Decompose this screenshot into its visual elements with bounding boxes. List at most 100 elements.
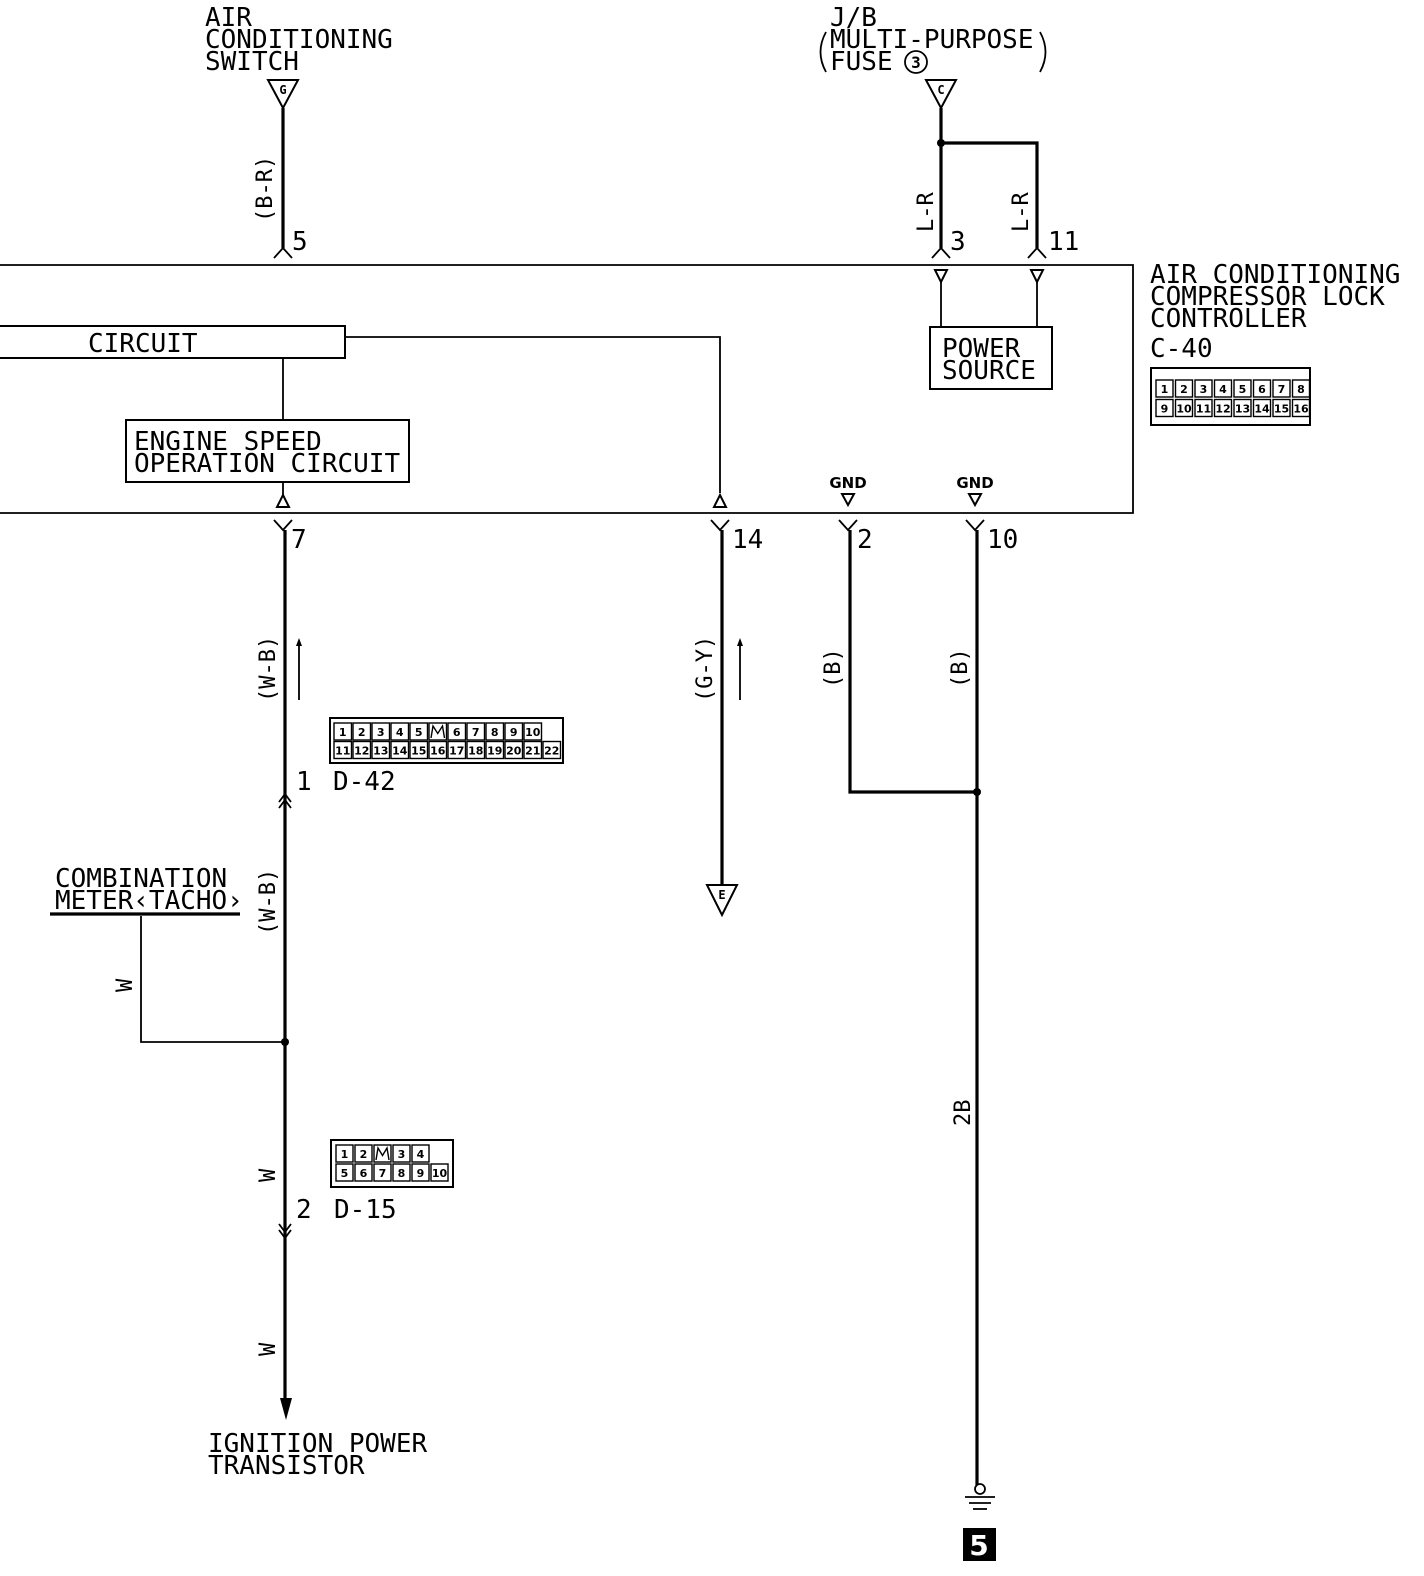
jb-line-1: J/B — [830, 3, 877, 33]
controller-line-1: AIR CONDITIONING — [1150, 260, 1400, 290]
d42-cell — [390, 740, 410, 760]
power-source-line-1: POWER — [942, 334, 1021, 364]
c40-cell — [1272, 379, 1291, 398]
d42-pin-label: 18 — [468, 745, 483, 758]
d15-name: D-15 — [334, 1195, 397, 1225]
c40-cell — [1252, 398, 1272, 418]
d42-cell — [447, 722, 467, 741]
d42-pin: 1 — [296, 767, 312, 797]
terminal-triangle-c — [924, 79, 958, 111]
gnd-arrow-2 — [840, 493, 856, 508]
d15-pin-label: 9 — [417, 1167, 425, 1180]
terminal-triangle-g — [266, 79, 300, 111]
pin-7-fork — [273, 519, 293, 532]
c40-cell — [1174, 379, 1194, 398]
d42-cell — [428, 740, 448, 760]
c40-pin-label: 1 — [1161, 383, 1169, 396]
c40-cell — [1291, 379, 1311, 398]
pin-5-fork — [273, 246, 293, 259]
pin-14-fork — [710, 519, 730, 532]
d42-pin-label: 21 — [525, 745, 540, 758]
d15-pin-label: 7 — [379, 1167, 387, 1180]
wire-l-r-11 — [941, 141, 1039, 248]
c40-cell — [1213, 379, 1233, 398]
ignition-line-2: TRANSISTOR — [208, 1451, 365, 1481]
d42-name: D-42 — [333, 767, 396, 797]
ground-ref-box — [963, 1528, 996, 1561]
d42-cell — [409, 722, 429, 741]
controller-line-2: COMPRESSOR LOCK — [1150, 282, 1385, 312]
d15-cell — [354, 1163, 373, 1182]
d42-cell — [352, 722, 372, 741]
wire-label-w-b-1: (W-B) — [256, 636, 281, 702]
d42-pin-label: 2 — [358, 726, 366, 739]
wire-label-g-y: (G-Y) — [693, 636, 718, 702]
combination-meter-line-2: METER‹TACHO› — [55, 886, 243, 916]
gnd-arrow-10 — [967, 493, 983, 508]
pin-14: 14 — [732, 525, 763, 555]
junction-meter — [281, 1038, 289, 1046]
d42-pin-label: 22 — [544, 745, 559, 758]
ground-ring — [974, 1483, 986, 1495]
c40-pin-label: 13 — [1235, 403, 1250, 416]
c40-cell — [1233, 398, 1252, 418]
signal-arrow-g-y-head — [737, 638, 743, 646]
engine-speed-line-2: OPERATION CIRCUIT — [134, 449, 400, 479]
c40-pin-label: 16 — [1293, 403, 1309, 416]
controller-line-3: CONTROLLER — [1150, 304, 1307, 334]
wire-label-w-meter: W — [113, 978, 138, 992]
ground-symbol — [965, 1483, 995, 1510]
internal-line-circuit-14 — [345, 336, 721, 493]
d15-pin-label: 8 — [398, 1167, 406, 1180]
wire-label-l-r-1: L-R — [914, 192, 939, 232]
d15-cell — [430, 1163, 449, 1182]
controller-outline — [0, 264, 1134, 514]
terminal-triangle-e — [705, 884, 739, 918]
d42-cell — [466, 740, 486, 760]
c40-pin-label: 14 — [1254, 403, 1270, 416]
fuse-number-circle — [904, 50, 928, 74]
d42-cell — [523, 722, 543, 741]
d42-pin-label: 8 — [491, 726, 499, 739]
c40-cell — [1194, 398, 1213, 418]
d42-cell — [466, 722, 486, 741]
c40-cell — [1272, 398, 1291, 418]
d15-connector-mark — [278, 1223, 292, 1240]
wire-label-w-1: W — [256, 1168, 281, 1182]
engine-speed-line-1: ENGINE SPEED — [134, 427, 322, 457]
d42-pin-label: 5 — [415, 726, 423, 739]
engine-speed-box — [125, 419, 410, 483]
signal-arrow-w-b-head — [296, 638, 302, 646]
controller-label: AIR CONDITIONING COMPRESSOR LOCK CONTROL… — [1150, 260, 1400, 364]
wire-label-2b: 2B — [951, 1100, 976, 1127]
pin-11: 11 — [1048, 227, 1079, 257]
arrow-to-ignition — [280, 1398, 292, 1420]
d42-cell — [523, 740, 543, 760]
pin-11-internal-arrow — [1029, 269, 1045, 285]
pin-5: 5 — [292, 227, 308, 257]
terminal-e-letter: E — [718, 888, 725, 902]
d42-cell — [542, 740, 562, 760]
d42-cell — [352, 740, 372, 760]
terminal-c-letter: C — [937, 83, 944, 97]
d15-cell — [335, 1144, 354, 1163]
d42-cell — [390, 722, 410, 741]
d42-cell — [333, 722, 353, 741]
d15-pin-label: 5 — [341, 1167, 349, 1180]
d15-cell — [392, 1163, 411, 1182]
wire-label-w-b-2: (W-B) — [256, 869, 281, 935]
d42-pin-label: 17 — [449, 745, 464, 758]
jb-terminal: C — [924, 79, 958, 111]
d42-pin-label: 12 — [354, 745, 369, 758]
d15-pin-label: 1 — [341, 1148, 349, 1161]
d42-pin-label: 1 — [339, 726, 347, 739]
ac-switch-line-1: AIR — [205, 3, 252, 33]
pin-3-fork — [931, 246, 951, 259]
d42-cell — [447, 740, 467, 760]
wire-label-l-r-2: L-R — [1009, 192, 1034, 232]
pin-7-internal-arrow — [275, 492, 291, 508]
d15-pin: 2 — [296, 1195, 312, 1225]
d15-cell — [354, 1144, 373, 1163]
